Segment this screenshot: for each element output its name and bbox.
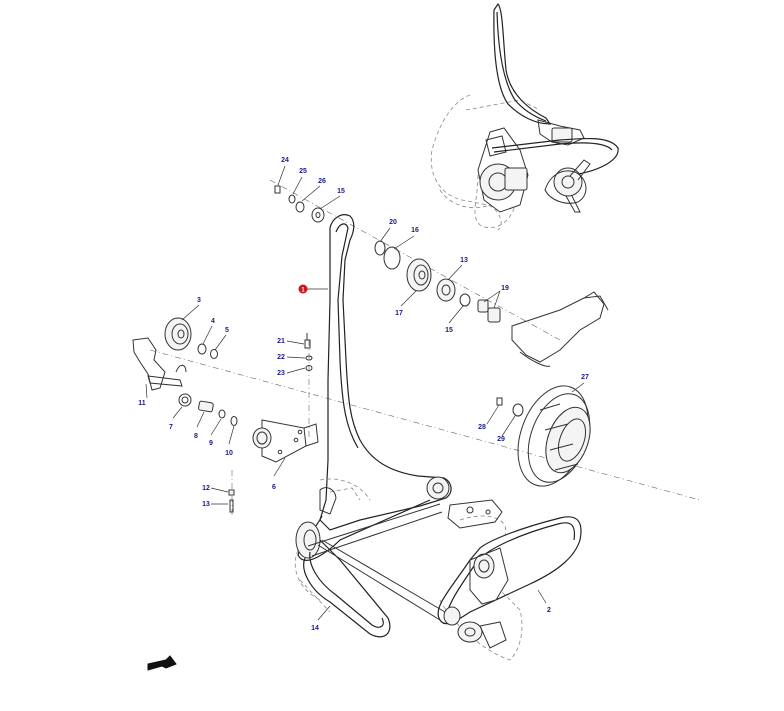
nut-12[interactable] <box>228 489 235 496</box>
callout-26[interactable]: 26 <box>318 178 326 185</box>
washer-29[interactable] <box>512 403 524 417</box>
bolt-13[interactable] <box>229 499 234 513</box>
bolt-24[interactable] <box>274 185 281 194</box>
bushing-19b[interactable] <box>487 307 501 323</box>
callout-15b[interactable]: 15 <box>445 327 453 334</box>
leader-lines <box>145 165 585 621</box>
callout-10[interactable]: 10 <box>225 450 233 457</box>
callout-29[interactable]: 29 <box>497 436 505 443</box>
spacer-15[interactable] <box>311 207 325 223</box>
callout-8a[interactable]: 8 <box>194 433 198 440</box>
callout-6[interactable]: 6 <box>272 484 276 491</box>
callout-9[interactable]: 9 <box>209 440 213 447</box>
callout-28[interactable]: 28 <box>478 424 486 431</box>
callout-23[interactable]: 23 <box>277 370 285 377</box>
callout-13[interactable]: 13 <box>460 257 468 264</box>
tension-arm-11[interactable] <box>132 337 166 391</box>
washer-9[interactable] <box>218 409 226 419</box>
callout-16[interactable]: 16 <box>411 227 419 234</box>
arrow-icon <box>147 655 177 671</box>
callout-3[interactable]: 3 <box>197 297 201 304</box>
lower-drive-area <box>294 476 582 661</box>
washer-25[interactable] <box>288 194 296 204</box>
tensioner-assembly <box>132 317 701 515</box>
upper-drive-assembly <box>430 2 619 231</box>
callout-15a[interactable]: 15 <box>337 188 345 195</box>
callout-25[interactable]: 25 <box>299 168 307 175</box>
circlip-20[interactable] <box>374 240 386 256</box>
callout-19[interactable]: 19 <box>501 285 509 292</box>
bracket-6[interactable] <box>261 419 307 463</box>
washer-4[interactable] <box>197 343 207 355</box>
washer-10[interactable] <box>230 416 238 426</box>
callout-12[interactable]: 12 <box>202 485 210 492</box>
callout-13b[interactable]: 13 <box>202 501 210 508</box>
washer-26[interactable] <box>295 201 305 213</box>
callout-7[interactable]: 7 <box>169 424 173 431</box>
bolt-28[interactable] <box>496 397 503 406</box>
callout-17[interactable]: 17 <box>395 310 403 317</box>
retaining-ring-16[interactable] <box>383 246 401 270</box>
large-pulley-27[interactable] <box>496 376 601 496</box>
spring-7[interactable] <box>178 393 192 407</box>
washer-5[interactable] <box>210 349 218 359</box>
callout-4[interactable]: 4 <box>211 318 215 325</box>
callout-20[interactable]: 20 <box>389 219 397 226</box>
callout-2[interactable]: 2 <box>547 607 551 614</box>
bushing-19a[interactable] <box>477 299 489 313</box>
callout-5[interactable]: 5 <box>225 327 229 334</box>
callout-labels: 1 2 3 4 5 6 7 8 8 9 10 11 12 13 13 14 15… <box>138 157 589 632</box>
highlight-marker <box>298 284 308 294</box>
callout-27[interactable]: 27 <box>581 374 589 381</box>
spacer-15b[interactable] <box>459 293 471 307</box>
callout-22[interactable]: 22 <box>277 354 285 361</box>
callout-11[interactable]: 11 <box>138 400 146 407</box>
bushing-8[interactable] <box>198 400 214 413</box>
callout-24[interactable]: 24 <box>281 157 289 164</box>
callout-21[interactable]: 21 <box>277 338 285 345</box>
callout-1[interactable]: 1 <box>301 288 305 294</box>
drive-pulley-stack <box>269 179 609 367</box>
callout-14[interactable]: 14 <box>311 625 319 632</box>
bearing-13[interactable] <box>436 278 456 302</box>
